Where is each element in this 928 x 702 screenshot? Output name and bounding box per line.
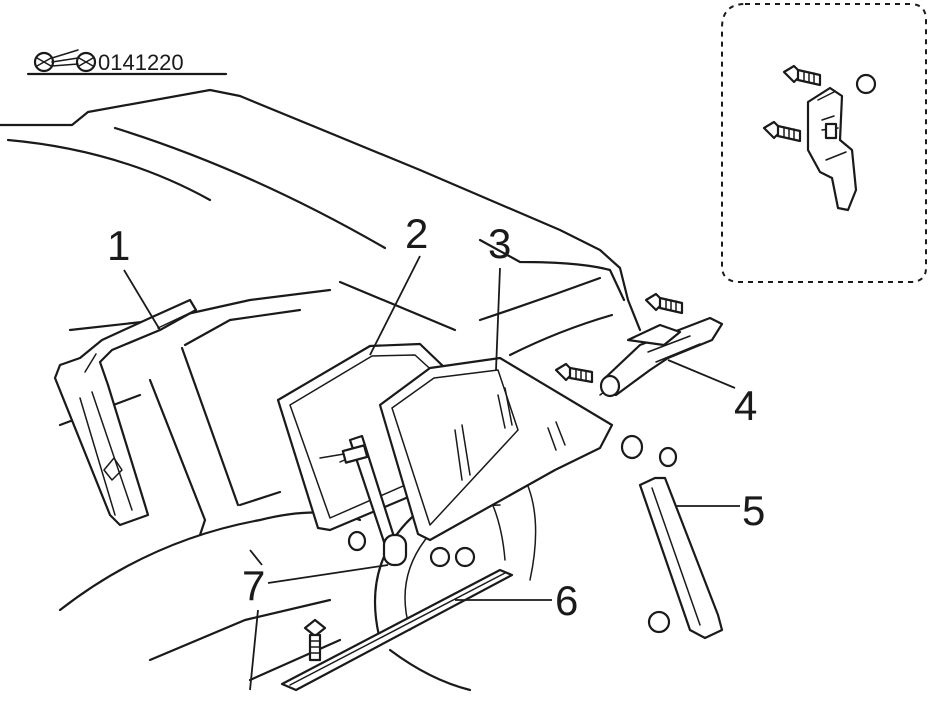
part-1-pillar-trim <box>53 298 198 527</box>
screw-icon <box>762 120 802 143</box>
callout-6: 6 <box>455 577 578 624</box>
clip-icon <box>454 546 476 568</box>
clip-icon <box>429 546 451 568</box>
callout-2: 2 <box>369 210 428 356</box>
callout-4: 4 <box>667 359 757 429</box>
inset-detail <box>721 3 927 283</box>
clip-icon <box>855 73 877 95</box>
callout-number: 3 <box>488 220 511 267</box>
callouts: 1 2 3 4 5 6 7 <box>107 210 765 691</box>
callout-number: 1 <box>107 222 130 269</box>
callout-number: 5 <box>742 487 765 534</box>
callout-7: 7 <box>242 549 389 691</box>
reference-code: 0141220 <box>26 49 228 76</box>
screw-icon <box>782 64 822 87</box>
tool-icon <box>33 49 97 73</box>
rod-assembly <box>341 434 408 567</box>
screw-icon <box>644 292 684 315</box>
part-4-hinge-bracket <box>599 316 724 398</box>
callout-1: 1 <box>107 222 161 331</box>
clip-icon <box>658 446 678 468</box>
part-5-rear-pillar-trim <box>638 476 724 640</box>
callout-number: 7 <box>242 562 265 609</box>
callout-number: 4 <box>734 382 757 429</box>
part-6-sill-trim <box>280 568 514 692</box>
clip-icon <box>647 610 671 634</box>
screw-icon <box>554 362 594 384</box>
clip-icon <box>620 434 644 460</box>
vehicle-body <box>0 88 651 692</box>
clips <box>347 73 877 634</box>
callout-number: 2 <box>405 210 428 257</box>
callout-number: 6 <box>555 577 578 624</box>
code-label: 0141220 <box>98 50 184 75</box>
callout-5: 5 <box>676 487 765 534</box>
screws <box>303 64 822 662</box>
clip-icon <box>347 530 367 552</box>
screw-icon <box>303 618 327 662</box>
part-3-window-glass <box>378 356 614 542</box>
callout-3: 3 <box>488 220 511 371</box>
